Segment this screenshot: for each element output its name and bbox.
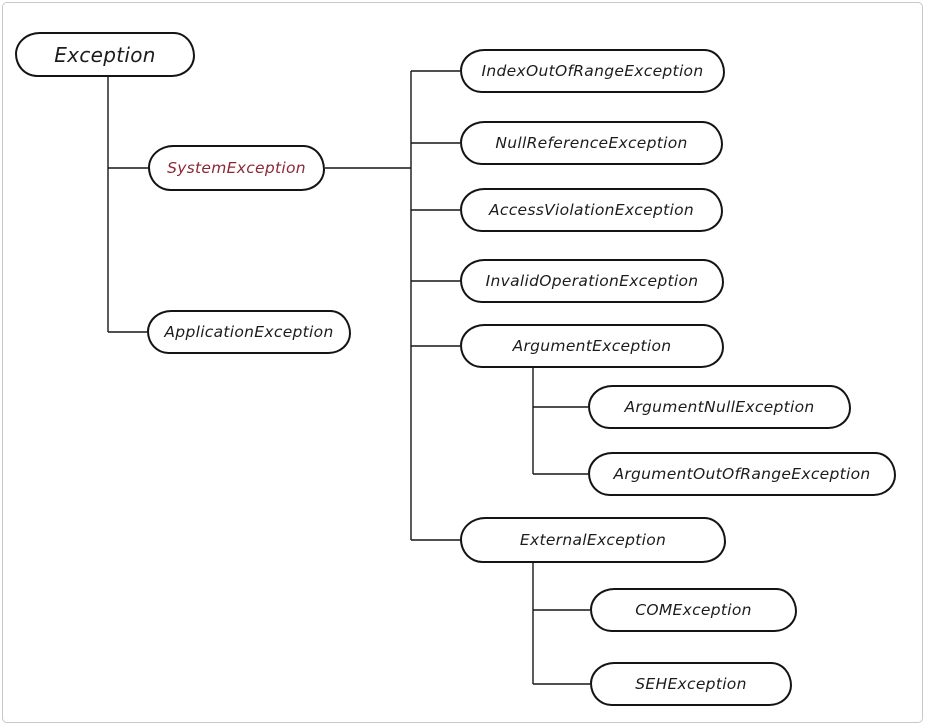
node-com-exception: COMException xyxy=(590,588,797,632)
node-access-violation-exception: AccessViolationException xyxy=(460,188,723,232)
node-exception: Exception xyxy=(15,32,195,77)
node-argument-out-of-range-exception: ArgumentOutOfRangeException xyxy=(588,452,896,496)
node-system-exception: SystemException xyxy=(148,145,325,191)
node-argument-exception: ArgumentException xyxy=(460,324,724,368)
node-invalid-operation-exception: InvalidOperationException xyxy=(460,259,724,303)
node-external-exception: ExternalException xyxy=(460,517,726,563)
node-seh-exception: SEHException xyxy=(590,662,792,706)
node-null-reference-exception: NullReferenceException xyxy=(460,121,723,165)
node-index-out-of-range-exception: IndexOutOfRangeException xyxy=(460,49,725,93)
node-application-exception: ApplicationException xyxy=(147,310,351,354)
node-argument-null-exception: ArgumentNullException xyxy=(588,385,851,429)
